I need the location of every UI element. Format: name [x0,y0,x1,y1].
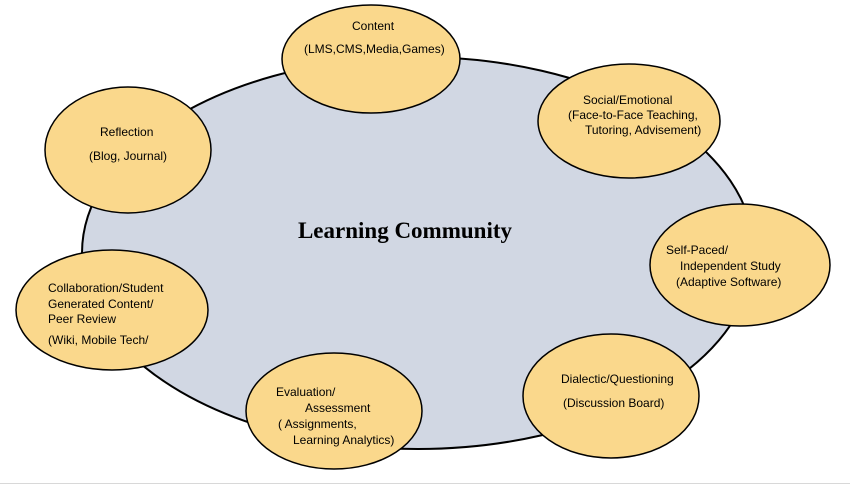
node-dialectic-title: Dialectic/Questioning [561,372,674,386]
node-dialectic-detail: (Discussion Board) [563,396,665,410]
node-evaluation-detail-2: ( Assignments, [278,417,357,431]
node-collaboration-ellipse [15,249,209,371]
node-collaboration-title: Collaboration/Student [48,281,164,295]
node-reflection-title: Reflection [100,125,154,139]
diagram-title: Learning Community [297,218,513,243]
node-reflection-detail: (Blog, Journal) [89,149,168,163]
node-collaboration-detail-2: Peer Review [48,312,117,326]
node-evaluation-title: Evaluation/ [276,385,336,399]
node-selfpaced-detail-2: (Adaptive Software) [676,275,782,289]
node-social-detail-2: Tutoring, Advisement) [585,123,702,137]
node-content-detail: (LMS,CMS,Media,Games) [304,42,445,56]
node-selfpaced-title: Self-Paced/ [666,243,729,257]
node-evaluation-detail-3: Learning Analytics) [293,433,395,447]
node-content-ellipse [281,4,461,114]
node-social-title: Social/Emotional [583,93,673,107]
node-selfpaced-detail-1: Independent Study [680,259,781,273]
page-divider [0,483,850,484]
node-dialectic-ellipse [522,333,700,459]
node-collaboration-detail-3: (Wiki, Mobile Tech/ [48,333,149,347]
node-collaboration-detail-1: Generated Content/ [48,297,154,311]
node-content-title: Content [352,19,395,33]
node-social-ellipse [537,63,721,179]
node-social-detail-1: (Face-to-Face Teaching, [568,108,698,122]
node-reflection-ellipse [44,86,212,214]
node-evaluation-ellipse [245,352,423,470]
node-evaluation-detail-1: Assessment [305,401,371,415]
node-selfpaced-ellipse [649,203,831,327]
